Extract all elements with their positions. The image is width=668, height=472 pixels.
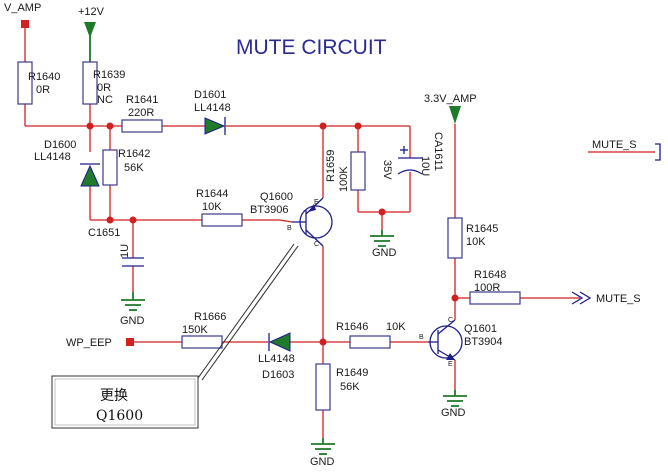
q1601-value: BT3904 [464,336,503,348]
r1648-value: 100R [474,282,500,294]
p33v-label: 3.3V_AMP [424,93,477,105]
r1644-value: 10K [202,201,222,213]
r1646-ref: R1646 [336,321,368,333]
r1641-ref: R1641 [126,94,158,106]
c1651-capacitor [122,257,144,267]
q1601-npn-transistor [428,319,463,361]
v-amp-label: V_AMP [4,2,41,14]
ca1611-value: 10U [419,156,431,176]
r1640-value: 0R [36,84,50,96]
r1642-resistor [102,149,118,186]
r1649-resistor [315,363,331,411]
mute-s-out-label: MUTE_S [596,293,641,305]
r1641-resistor [121,119,163,133]
d1601-value: LL4148 [194,102,231,114]
v-amp-port [21,20,29,28]
r1648-ref: R1648 [474,269,506,281]
gnd-label-ca1611: GND [372,247,397,259]
mute-s-top-connector [655,143,661,161]
q1600-pin-e: E [314,199,319,206]
d1603-diode [268,332,291,352]
r1645-resistor [447,217,463,259]
r1666-resistor [181,335,223,349]
p12v-power-arrow [84,22,96,62]
wp-eep-port [126,338,134,346]
r1666-ref: R1666 [194,311,226,323]
p33v-power-arrow [449,106,461,124]
ca1611-voltage: 35V [381,160,393,180]
r1642-value: 56K [124,162,144,174]
q1600-value: BT3906 [250,204,289,216]
r1666-value: 150K [182,324,208,336]
mute-s-top-label: MUTE_S [592,139,637,151]
d1600-value: LL4148 [34,151,71,163]
r1640-resistor [17,61,33,105]
d1603-value: LL4148 [258,353,295,365]
d1601-ref: D1601 [194,89,226,101]
q1600-ref: Q1600 [260,191,293,203]
q1600-pin-c: C [314,241,319,248]
annotation-line2: Q1600 [96,408,143,424]
d1601-diode [204,117,226,135]
r1642-ref: R1642 [118,148,150,160]
annotation-callout [51,243,299,429]
r1639-value: 0R [97,82,111,94]
c1651-value: 1U [119,244,131,258]
mute-s-output-arrow [571,291,592,305]
c1651-ref: C1651 [88,227,120,239]
r1644-ref: R1644 [196,188,228,200]
wp-eep-label: WP_EEP [66,337,112,349]
r1639-nc: NC [97,94,113,106]
r1640-ref: R1640 [28,71,60,83]
r1645-value: 10K [466,236,486,248]
d1600-diode [80,163,100,187]
q1600-pin-b: B [287,225,292,232]
annotation-line1: 更换 [100,387,128,404]
p12v-label: +12V [78,6,105,18]
gnd-label-q1601: GND [441,407,466,419]
q1601-pin-c: C [448,317,453,324]
r1648-resistor [469,291,521,305]
r1646-resistor [349,335,391,349]
r1659-resistor [350,151,366,191]
r1659-value: 100K [338,166,350,192]
gnd-symbol-ca1611 [370,230,394,247]
r1645-ref: R1645 [466,223,498,235]
gnd-label-c1651: GND [120,315,145,327]
q1601-ref: Q1601 [464,323,497,335]
d1600-ref: D1600 [44,139,76,151]
q1600-pnp-transistor [292,197,333,247]
ca1611-electrolytic-capacitor [397,146,423,175]
d1603-ref: D1603 [262,369,294,381]
gnd-symbol-r1649 [311,438,335,455]
r1659-ref: R1659 [325,150,337,182]
r1641-value: 220R [128,107,154,119]
r1639-resistor [82,61,98,105]
r1646-value: 10K [386,321,406,333]
r1649-value: 56K [340,381,360,393]
q1601-pin-b: B [419,334,424,341]
gnd-label-r1649: GND [310,456,335,468]
gnd-symbol-q1601 [443,390,467,407]
r1649-ref: R1649 [336,367,368,379]
junctions [86,122,459,346]
r1644-resistor [201,213,243,227]
ca1611-ref: CA1611 [432,132,444,171]
r1639-ref: R1639 [93,69,125,81]
gnd-symbol-c1651 [121,292,145,311]
page-title: MUTE CIRCUIT [236,36,387,59]
q1601-pin-e: E [448,361,453,368]
